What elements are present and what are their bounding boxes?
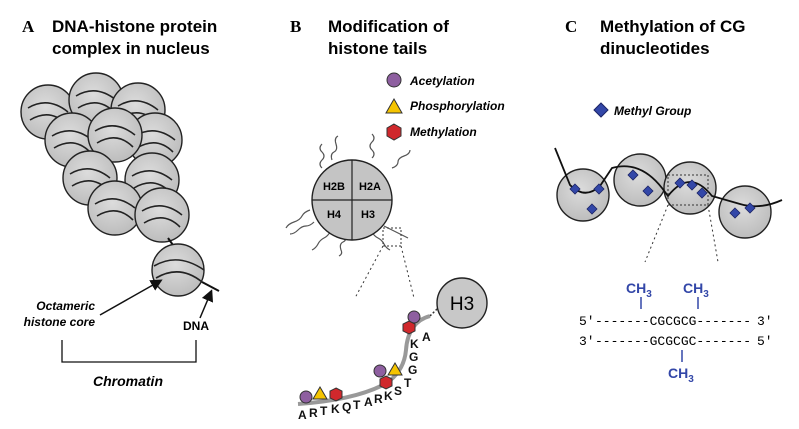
chromatin-cluster xyxy=(20,72,190,243)
residue-g: G xyxy=(408,363,417,377)
chromatin-label: Chromatin xyxy=(93,373,163,389)
methylation-mark xyxy=(402,320,416,335)
strand-top-sequence: -------CGCGCG------- xyxy=(595,314,751,329)
nucleosome xyxy=(613,153,667,207)
panel-b-title-line2: histone tails xyxy=(328,39,427,58)
residue-t: T xyxy=(404,376,412,390)
methyl-group-mark xyxy=(642,185,654,197)
core-label-line1: Octameric xyxy=(36,299,95,313)
dna-strand-end xyxy=(201,281,220,292)
zoom-line-left xyxy=(644,204,669,263)
panel-c-letter: C xyxy=(565,17,577,36)
nucleosome xyxy=(556,168,610,222)
residue-t: T xyxy=(320,404,328,418)
residue-r: R xyxy=(309,406,318,420)
phosphorylation-mark xyxy=(387,362,403,376)
residue-a: A xyxy=(364,395,373,409)
methyl-group-mark xyxy=(729,207,741,219)
residue-k: K xyxy=(410,337,419,351)
panel-a-title-line1: DNA-histone protein xyxy=(52,17,217,36)
core-arrow xyxy=(99,279,163,316)
core-label-line2: histone core xyxy=(24,315,96,329)
dna-label: DNA xyxy=(183,319,209,333)
histone-octamer: H2B H2A H4 H3 xyxy=(311,159,393,241)
zoom-line-left xyxy=(354,245,384,299)
panel-c-title-line1: Methylation of CG xyxy=(600,17,745,36)
panel-c-title-line2: dinucleotides xyxy=(600,39,710,58)
single-nucleosome xyxy=(151,243,205,297)
zoom-line-right xyxy=(400,245,415,299)
methylation-mark xyxy=(379,375,393,390)
methylation-icon xyxy=(386,123,402,141)
acetylation-icon xyxy=(386,72,402,88)
ch3-label: CH3 xyxy=(683,280,709,300)
nucleosome xyxy=(718,185,772,239)
zoom-box xyxy=(667,174,709,206)
methyl-group-mark xyxy=(593,183,605,195)
panel-b-letter: B xyxy=(290,17,301,36)
acetylation-mark xyxy=(373,364,387,378)
legend-acetylation: Acetylation xyxy=(409,74,475,88)
zoom-line-right xyxy=(707,204,719,263)
methyl-group-mark xyxy=(696,187,708,199)
methyl-group-mark xyxy=(586,203,598,215)
methyl-group-mark xyxy=(569,183,581,195)
dna-arrow xyxy=(199,289,214,319)
methyl-group-mark xyxy=(744,202,756,214)
nucleosome xyxy=(134,187,190,243)
residue-k: K xyxy=(384,389,393,403)
histone-h2a: H2A xyxy=(359,181,381,193)
strand-top-3prime: 3' xyxy=(757,314,773,329)
acetylation-mark xyxy=(299,390,313,404)
methyl-group-mark xyxy=(686,179,698,191)
panel-a: A DNA-histone protein complex in nucleus… xyxy=(20,17,220,389)
methyl-group-mark xyxy=(674,177,686,189)
strand-bottom-sequence: -------GCGCGC------- xyxy=(595,334,751,349)
histone-h2b: H2B xyxy=(323,181,345,193)
legend-methylation: Methylation xyxy=(410,125,477,139)
ch3-label: CH3 xyxy=(668,365,694,385)
phosphorylation-mark xyxy=(312,386,328,400)
residue-r: R xyxy=(374,392,383,406)
histone-h3: H3 xyxy=(361,209,375,221)
methylation-mark xyxy=(329,387,343,402)
residue-t: T xyxy=(353,398,361,412)
legend-methyl-group: Methyl Group xyxy=(614,104,691,118)
strand-bottom-5prime: 5' xyxy=(757,334,773,349)
chromatin-bracket xyxy=(61,340,197,363)
h3-ball xyxy=(436,277,488,329)
phosphorylation-icon xyxy=(385,97,403,114)
panel-c: C Methylation of CG dinucleotides Methyl… xyxy=(554,17,783,385)
nucleosome xyxy=(87,107,143,163)
strand-top-5prime: 5' xyxy=(579,314,595,329)
h3-ball-label: H3 xyxy=(450,294,474,315)
residue-g: G xyxy=(409,350,418,364)
panel-a-title-line2: complex in nucleus xyxy=(52,39,210,58)
panel-a-letter: A xyxy=(22,17,35,36)
residue-s: S xyxy=(394,384,402,398)
panel-b-title-line1: Modification of xyxy=(328,17,449,36)
nucleosome xyxy=(87,180,143,236)
tail-connector xyxy=(429,307,439,317)
zoom-box xyxy=(382,227,402,247)
histone-h4: H4 xyxy=(327,209,342,221)
tail-modifications xyxy=(299,310,421,404)
panel-b: B Modification of histone tails Acetylat… xyxy=(285,17,505,422)
residue-k: K xyxy=(331,402,340,416)
ch3-label: CH3 xyxy=(626,280,652,300)
strand-bottom-3prime: 3' xyxy=(579,334,595,349)
residue-a: A xyxy=(298,408,307,422)
residue-q: Q xyxy=(342,400,351,414)
residue-a: A xyxy=(422,330,431,344)
modification-legend: Acetylation Phosphorylation Methylation xyxy=(385,72,505,141)
methyl-group-mark xyxy=(627,169,639,181)
h3-tail-sequence: A R T K Q T A R K S T G G K A xyxy=(298,330,431,422)
methyl-group-icon xyxy=(593,102,609,118)
legend-phosphorylation: Phosphorylation xyxy=(410,99,505,113)
